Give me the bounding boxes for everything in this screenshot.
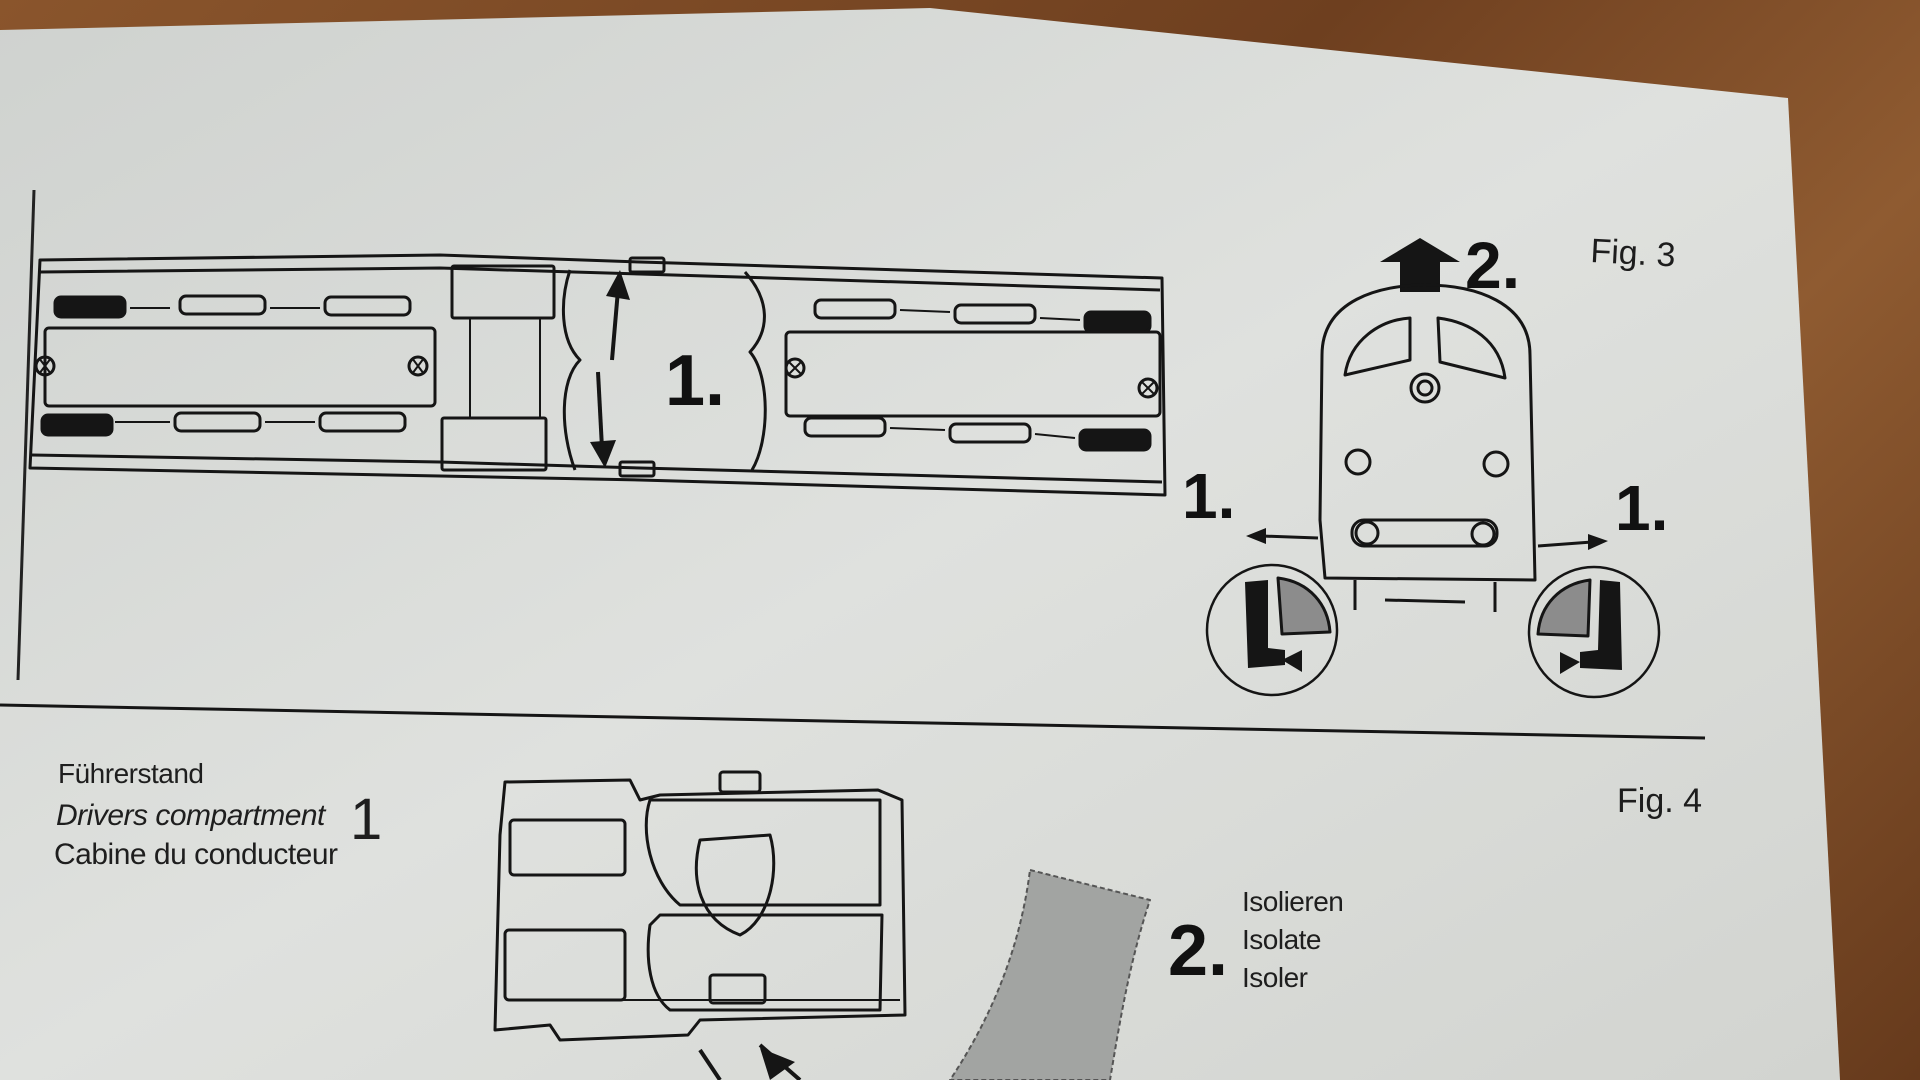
fig4-part1-label-en: Drivers compartment [56, 799, 325, 832]
fig3-locomotive-front [1205, 238, 1661, 699]
fig4-part1-label-de: Führerstand [58, 758, 204, 789]
up-arrow-icon [1380, 238, 1460, 292]
fig3-title: Fig. 3 [1590, 232, 1677, 274]
fig4-compartment-diagram [493, 770, 1151, 1080]
fig4-part1-label-fr: Cabine du conducteur [54, 838, 338, 871]
fig4-part1-number: 1 [350, 787, 382, 852]
fig4-step2-label: 2. [1168, 911, 1228, 991]
fig4-step2-label-en: Isolate [1242, 924, 1322, 955]
fig3-step1-right: 1. [1615, 472, 1668, 544]
fig4-step2-label-fr: Isoler [1242, 962, 1308, 993]
fig3-step1-left: 1. [1182, 460, 1235, 532]
figure-separator-line [0, 703, 1706, 740]
page-gutter-line [16, 189, 36, 681]
fig3-chassis-diagram [28, 253, 1167, 497]
fig3-step2-label: 2. [1465, 228, 1520, 302]
fig4-title: Fig. 4 [1617, 782, 1702, 820]
paper-sheet [0, 8, 1840, 1080]
fig3-step1-center: 1. [665, 341, 725, 421]
fig4-step2-label-de: Isolieren [1242, 886, 1344, 917]
